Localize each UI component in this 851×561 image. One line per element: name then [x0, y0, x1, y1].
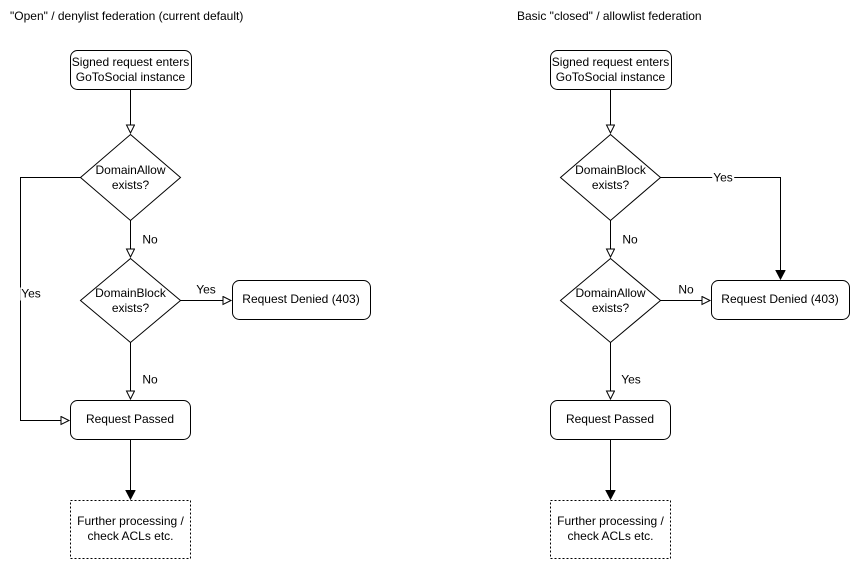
- right-domainallow-decision: [559, 257, 662, 344]
- right-start-node: [550, 50, 672, 90]
- left-start-node: [70, 50, 192, 90]
- right-edge-label-block-yes: Yes: [712, 170, 734, 185]
- left-edge-label-allow-no: No: [141, 232, 159, 247]
- right-domainblock-decision: [559, 133, 662, 222]
- left-edge-label-block-yes: Yes: [195, 282, 217, 297]
- right-passed-node: [550, 400, 671, 440]
- right-further-node: [550, 500, 671, 559]
- left-denied-node: [232, 280, 371, 320]
- right-edge-label-allow-yes: Yes: [620, 372, 642, 387]
- left-domainblock-decision: [79, 257, 182, 344]
- left-edge-label-allow-yes: Yes: [20, 286, 42, 301]
- left-further-node: [70, 500, 191, 559]
- right-edge-label-block-no: No: [621, 232, 639, 247]
- right-denied-node: [711, 280, 850, 320]
- right-edge-domainblock-yes-to-denied: [660, 177, 781, 280]
- left-passed-node: [70, 400, 191, 440]
- left-edge-label-block-no: No: [141, 372, 159, 387]
- right-chart-title: Basic "closed" / allowlist federation: [517, 9, 702, 23]
- left-chart-title: "Open" / denylist federation (current de…: [10, 9, 244, 23]
- left-domainallow-decision: [79, 133, 182, 222]
- right-edge-label-allow-no: No: [677, 282, 695, 297]
